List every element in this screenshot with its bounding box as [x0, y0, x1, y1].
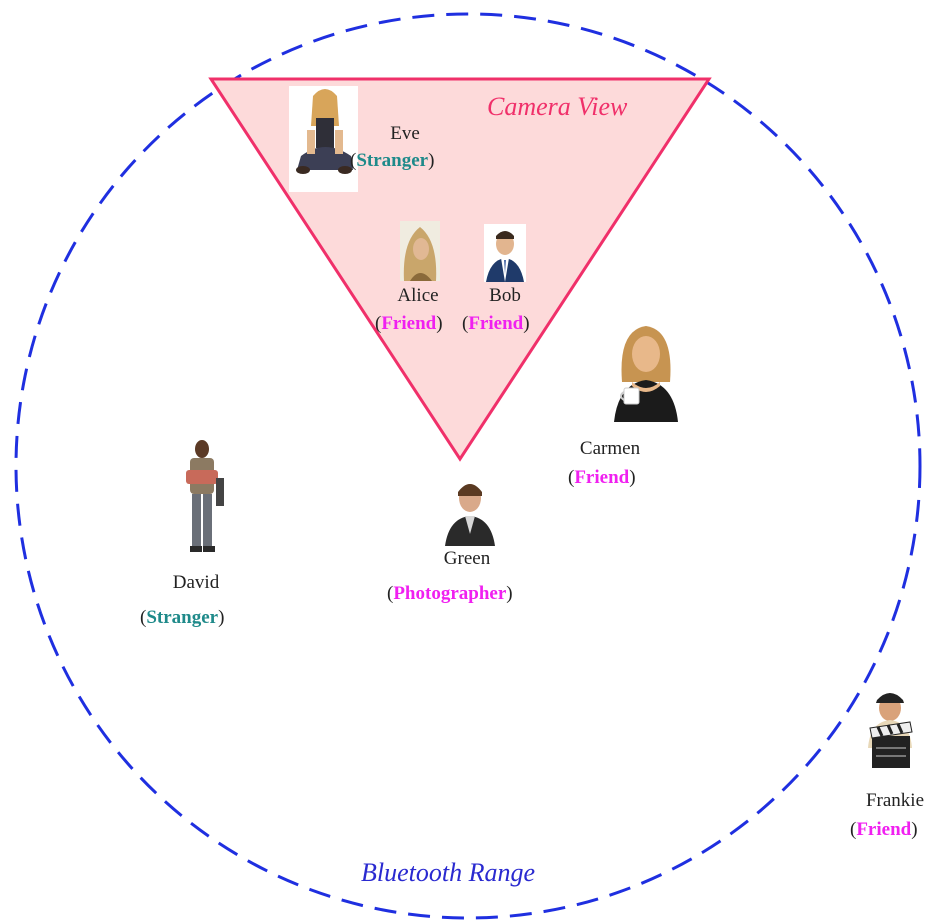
david-role: (Stranger) — [140, 607, 225, 628]
boy-standing-icon — [186, 440, 224, 552]
green-role: (Photographer) — [387, 583, 513, 604]
man-clapperboard-icon — [868, 693, 913, 768]
man-portrait-icon — [443, 476, 497, 546]
bluetooth-range-circle — [14, 12, 922, 920]
frankie-name: Frankie — [865, 790, 925, 811]
david-name: David — [172, 572, 220, 593]
green-name: Green — [443, 548, 491, 569]
eve-role: (Stranger) — [350, 150, 435, 171]
man-suit-icon — [484, 224, 526, 282]
david-role-text: Stranger — [146, 607, 219, 628]
alice-role-text: Friend — [381, 313, 437, 334]
frankie-role: (Friend) — [850, 819, 918, 840]
camera-view-title: Camera View — [487, 92, 628, 121]
woman-headscarf-icon — [400, 221, 440, 281]
bob-name: Bob — [489, 285, 521, 306]
bob-role: (Friend) — [462, 313, 530, 334]
woman-sitting-icon — [289, 86, 358, 192]
carmen-role: (Friend) — [568, 467, 636, 488]
woman-cup-icon — [606, 322, 686, 422]
bob-role-text: Friend — [468, 313, 524, 334]
frankie-role-text: Friend — [856, 819, 912, 840]
eve-role-text: Stranger — [356, 150, 429, 171]
alice-name: Alice — [397, 285, 439, 306]
carmen-role-text: Friend — [574, 467, 630, 488]
green-role-text: Photographer — [393, 583, 507, 604]
bluetooth-range-title: Bluetooth Range — [361, 858, 536, 887]
alice-role: (Friend) — [375, 313, 443, 334]
carmen-name: Carmen — [579, 438, 641, 459]
eve-name: Eve — [390, 123, 420, 144]
